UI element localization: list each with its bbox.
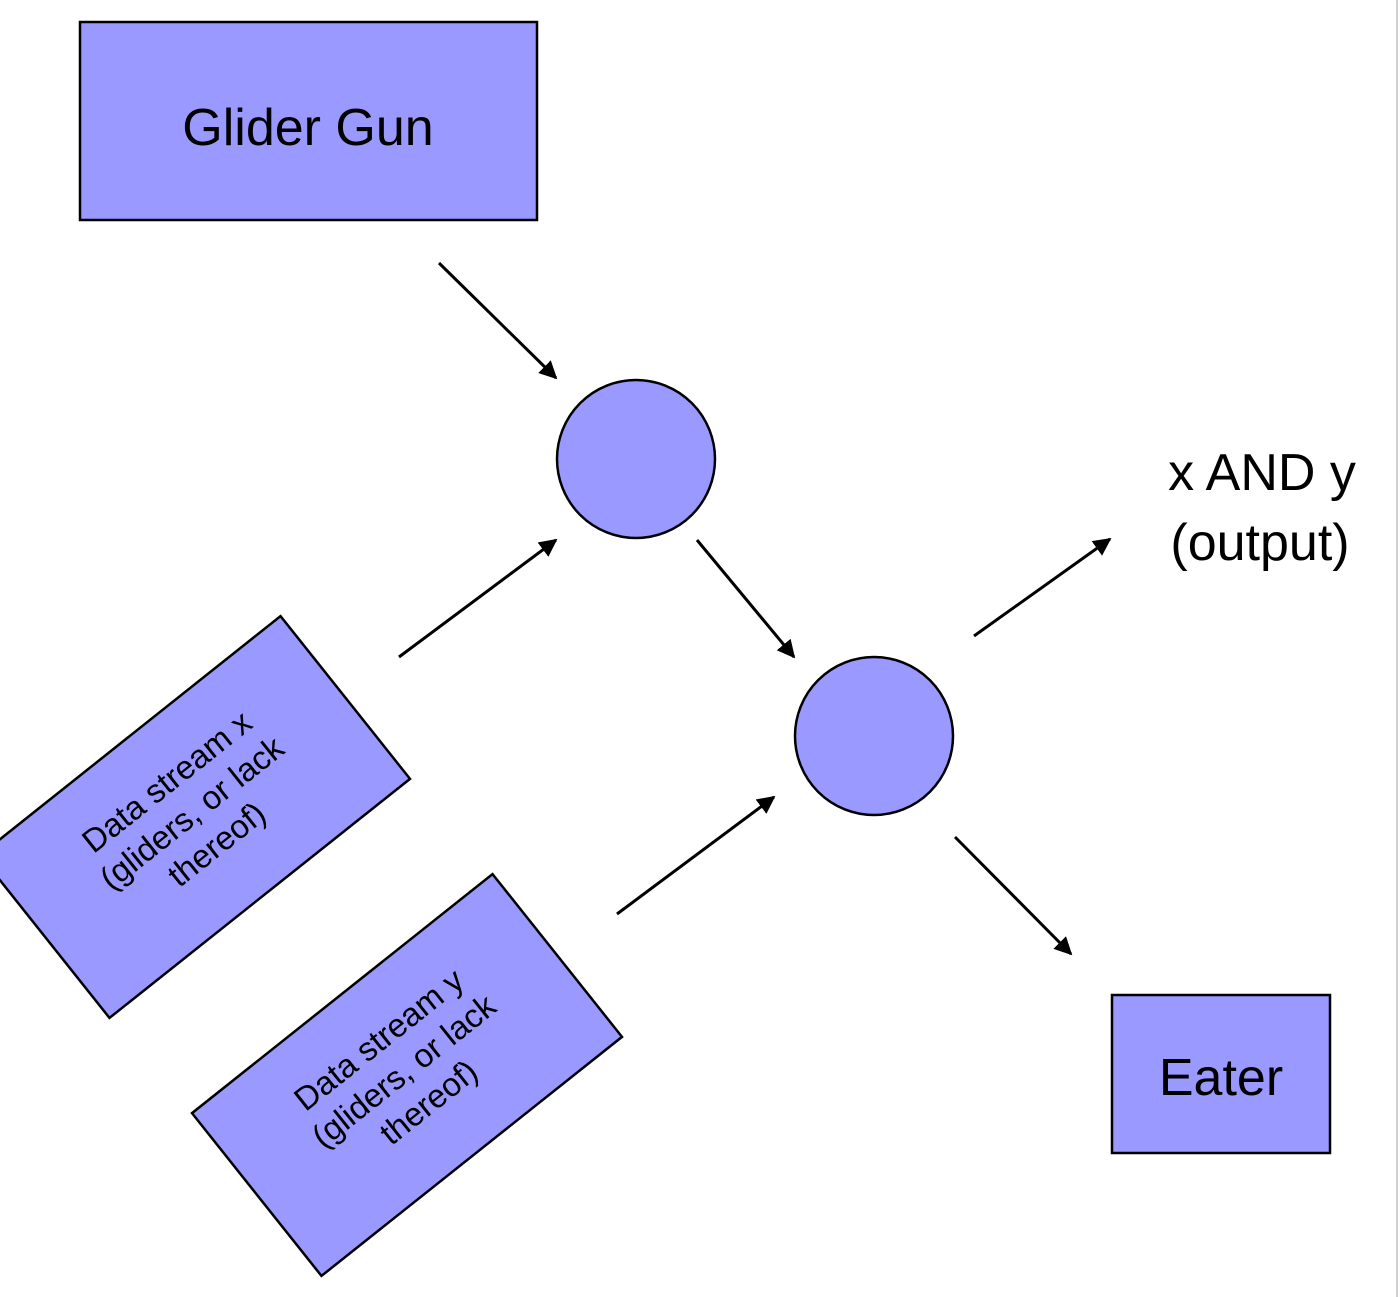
arrow-glider-gun-to-gate-1 [437, 261, 558, 380]
arrow-gate-2-to-output [973, 537, 1112, 638]
stream-y-box [190, 872, 624, 1278]
arrow-gate-1-to-gate-2 [695, 539, 796, 659]
gate-2-circle [793, 655, 955, 817]
stream-x-node: Data stream x (gliders, or lack thereof) [0, 614, 412, 1020]
eater-label: Eater [1159, 1049, 1283, 1107]
stream-x-box [0, 614, 412, 1020]
glider-gun-node: Glider Gun [78, 20, 539, 222]
arrow-stream-x-to-gate-1 [398, 538, 558, 659]
output-label-group: x AND y (output) [1168, 444, 1356, 572]
output-label-line-1: x AND y [1168, 444, 1356, 502]
gate-1-circle [555, 378, 717, 540]
arrow-stream-y-to-gate-2 [616, 795, 776, 916]
stream-y-node: Data stream y (gliders, or lack thereof) [190, 872, 624, 1278]
output-label-line-2: (output) [1170, 514, 1349, 572]
eater-node: Eater [1110, 993, 1332, 1155]
glider-gun-label: Glider Gun [182, 99, 433, 157]
eater-box [1110, 993, 1332, 1155]
glider-gun-box [78, 20, 539, 222]
arrow-gate-2-to-eater [953, 835, 1073, 956]
